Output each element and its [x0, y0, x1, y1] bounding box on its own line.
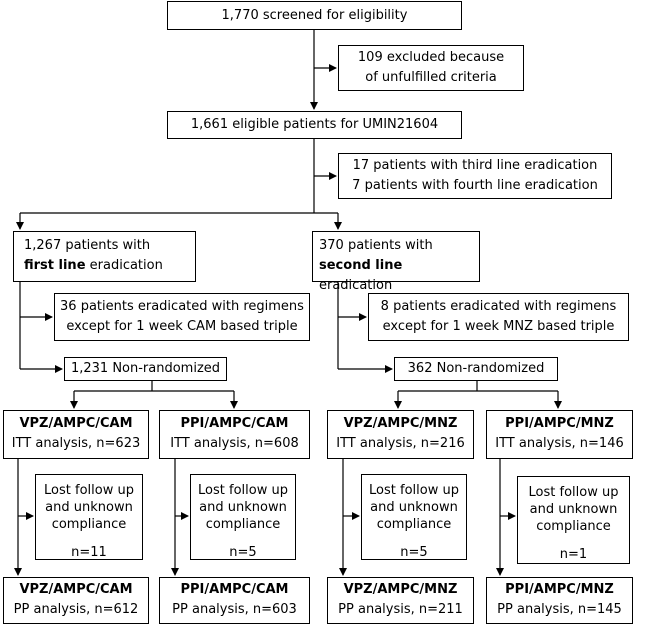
eligible-box: 1,661 eligible patients for UMIN21604	[167, 111, 462, 139]
second-excluded-line-2: except for 1 week MNZ based triple	[382, 319, 615, 334]
second-line-text-2: second line eradication	[319, 256, 479, 296]
excluded-box: 109 excluded because of unfulfilled crit…	[338, 45, 524, 91]
itt-ppi-cam-text: ITT analysis, n=608	[170, 436, 299, 451]
pp-vpz-mnz-text: PP analysis, n=211	[338, 602, 463, 617]
first-excluded-line-1: 36 patients eradicated with regimens	[60, 299, 304, 314]
itt-vpz-mnz-title: VPZ/AMPC/MNZ	[343, 416, 458, 431]
first-line-box: 1,267 patients with first line eradicati…	[13, 231, 196, 282]
lost-ppi-mnz-line-3: compliance	[536, 519, 611, 534]
second-line-box: 370 patients with second line eradicatio…	[312, 231, 480, 293]
first-nonrandomized-box: 1,231 Non-randomized	[64, 357, 227, 381]
itt-vpz-cam-title: VPZ/AMPC/CAM	[19, 416, 133, 431]
first-excluded-box: 36 patients eradicated with regimens exc…	[54, 293, 310, 341]
lost-ppi-cam-line-1: Lost follow up	[198, 483, 288, 498]
pp-vpz-cam-title: VPZ/AMPC/CAM	[19, 582, 133, 597]
other-lines-line-2: 7 patients with fourth line eradication	[352, 178, 598, 193]
second-line-text-1: 370 patients with	[319, 238, 433, 253]
first-line-text-2: first line eradication	[24, 256, 195, 276]
pp-ppi-cam-box: PPI/AMPC/CAM PP analysis, n=603	[159, 577, 310, 624]
lost-ppi-cam-line-2: and unknown	[199, 500, 287, 515]
itt-vpz-mnz-text: ITT analysis, n=216	[336, 436, 465, 451]
lost-vpz-cam-line-1: Lost follow up	[44, 483, 134, 498]
first-excluded-line-2: except for 1 week CAM based triple	[66, 319, 298, 334]
lost-ppi-mnz-line-2: and unknown	[529, 502, 618, 517]
lost-vpz-cam-n: n=11	[71, 545, 107, 560]
lost-vpz-cam-line-3: compliance	[51, 517, 127, 532]
lost-vpz-cam-box: Lost follow up and unknown compliance n=…	[35, 474, 143, 560]
other-lines-line-1: 17 patients with third line eradication	[352, 158, 598, 173]
lost-ppi-cam-line-3: compliance	[205, 517, 281, 532]
lost-vpz-mnz-line-2: and unknown	[370, 500, 458, 515]
second-excluded-line-1: 8 patients eradicated with regimens	[380, 299, 617, 314]
pp-ppi-mnz-title: PPI/AMPC/MNZ	[505, 582, 614, 597]
itt-vpz-mnz-box: VPZ/AMPC/MNZ ITT analysis, n=216	[327, 410, 474, 459]
pp-ppi-mnz-box: PPI/AMPC/MNZ PP analysis, n=145	[486, 577, 633, 624]
itt-ppi-mnz-title: PPI/AMPC/MNZ	[505, 416, 614, 431]
other-lines-box: 17 patients with third line eradication …	[338, 153, 612, 199]
lost-ppi-mnz-n: n=1	[559, 547, 588, 562]
itt-vpz-cam-text: ITT analysis, n=623	[11, 436, 141, 451]
lost-vpz-mnz-n: n=5	[400, 545, 428, 560]
second-line-rest: eradication	[319, 278, 393, 293]
pp-vpz-cam-text: PP analysis, n=612	[13, 602, 139, 617]
itt-ppi-cam-box: PPI/AMPC/CAM ITT analysis, n=608	[159, 410, 310, 459]
excluded-line-2: of unfulfilled criteria	[365, 70, 497, 85]
itt-vpz-cam-box: VPZ/AMPC/CAM ITT analysis, n=623	[3, 410, 149, 459]
pp-ppi-cam-title: PPI/AMPC/CAM	[180, 582, 289, 597]
excluded-line-1: 109 excluded because	[357, 50, 505, 65]
lost-vpz-mnz-line-3: compliance	[376, 517, 452, 532]
pp-vpz-mnz-box: VPZ/AMPC/MNZ PP analysis, n=211	[327, 577, 474, 624]
itt-ppi-mnz-box: PPI/AMPC/MNZ ITT analysis, n=146	[486, 410, 633, 459]
pp-vpz-cam-box: VPZ/AMPC/CAM PP analysis, n=612	[3, 577, 149, 624]
itt-ppi-cam-title: PPI/AMPC/CAM	[180, 416, 289, 431]
pp-vpz-mnz-title: VPZ/AMPC/MNZ	[343, 582, 458, 597]
first-line-bold: first line	[24, 258, 86, 273]
second-excluded-box: 8 patients eradicated with regimens exce…	[368, 293, 629, 341]
lost-vpz-mnz-line-1: Lost follow up	[369, 483, 459, 498]
lost-ppi-mnz-line-1: Lost follow up	[528, 485, 619, 500]
pp-ppi-cam-text: PP analysis, n=603	[172, 602, 297, 617]
lost-ppi-cam-n: n=5	[229, 545, 257, 560]
first-line-text-1: 1,267 patients with	[24, 238, 151, 253]
lost-vpz-cam-line-2: and unknown	[45, 500, 133, 515]
first-line-rest: eradication	[85, 258, 163, 273]
second-nonrandomized-box: 362 Non-randomized	[394, 357, 558, 381]
lost-vpz-mnz-box: Lost follow up and unknown compliance n=…	[361, 474, 467, 560]
screened-box: 1,770 screened for eligibility	[167, 1, 462, 30]
itt-ppi-mnz-text: ITT analysis, n=146	[495, 436, 624, 451]
lost-ppi-mnz-box: Lost follow up and unknown compliance n=…	[517, 476, 630, 564]
lost-ppi-cam-box: Lost follow up and unknown compliance n=…	[190, 474, 296, 560]
second-line-bold: second line	[319, 258, 403, 273]
pp-ppi-mnz-text: PP analysis, n=145	[497, 602, 622, 617]
